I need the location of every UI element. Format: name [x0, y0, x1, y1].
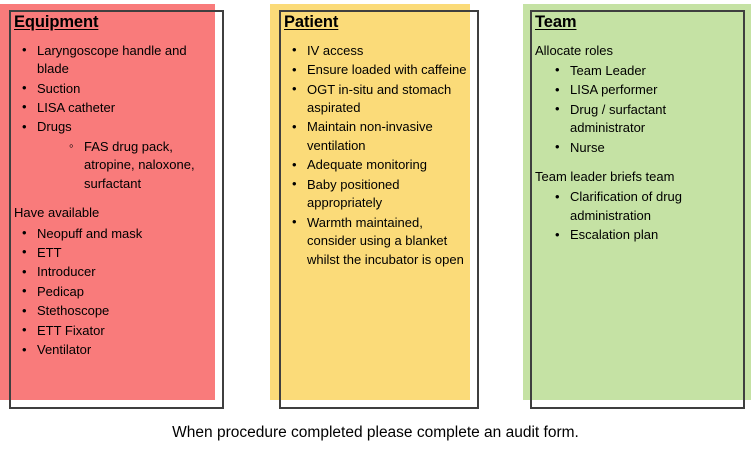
- team-briefing-list: Clarification of drug administration Esc…: [535, 188, 743, 245]
- team-allocate-roles-label: Allocate roles: [535, 42, 614, 58]
- equipment-list-have-available: Neopuff and mask ETT Introducer Pedicap …: [14, 224, 219, 360]
- list-item: Maintain non-invasive ventilation: [284, 118, 474, 155]
- list-item-label: Maintain non-invasive ventilation: [307, 119, 433, 153]
- equipment-drugs-sublist: FAS drug pack, atropine, naloxone, surfa…: [37, 137, 219, 193]
- list-item: Neopuff and mask: [14, 224, 219, 243]
- list-item-label: Warmth maintained, consider using a blan…: [307, 214, 464, 267]
- list-item-label: Laryngoscope handle and blade: [37, 42, 187, 77]
- list-item-label: ETT Fixator: [37, 322, 105, 338]
- patient-list: IV access Ensure loaded with caffeine OG…: [284, 41, 474, 269]
- list-item: Pedicap: [14, 282, 219, 301]
- panel-team-title: Team: [535, 13, 577, 31]
- panel-equipment-content: Equipment Laryngoscope handle and blade …: [14, 12, 219, 361]
- panel-patient-content: Patient IV access Ensure loaded with caf…: [284, 12, 474, 270]
- list-item-label: Baby positioned appropriately: [307, 176, 400, 211]
- list-item: Escalation plan: [535, 226, 743, 245]
- panel-equipment-title: Equipment: [14, 13, 99, 31]
- list-item-label: Neopuff and mask: [37, 225, 143, 241]
- team-roles-list: Team Leader LISA performer Drug / surfac…: [535, 61, 743, 157]
- sub-list-item-label: FAS drug pack, atropine, naloxone, surfa…: [84, 138, 195, 191]
- list-item: Ventilator: [14, 341, 219, 360]
- list-item: Baby positioned appropriately: [284, 175, 474, 213]
- list-item: Warmth maintained, consider using a blan…: [284, 213, 474, 269]
- list-item-label: Drug / surfactant administrator: [570, 101, 667, 136]
- list-item: Laryngoscope handle and blade: [14, 41, 219, 79]
- list-item: Ensure loaded with caffeine: [284, 61, 474, 80]
- list-item: Stethoscope: [14, 302, 219, 321]
- footer-caption: When procedure completed please complete…: [172, 424, 579, 441]
- list-item-label: IV access: [307, 42, 364, 58]
- sub-list-item: FAS drug pack, atropine, naloxone, surfa…: [37, 137, 219, 193]
- list-item-label: Team Leader: [570, 62, 646, 78]
- list-item: LISA catheter: [14, 98, 219, 117]
- equipment-have-available-label: Have available: [14, 205, 100, 221]
- list-item: IV access: [284, 41, 474, 60]
- list-item: Adequate monitoring: [284, 156, 474, 175]
- list-item-label: Pedicap: [37, 283, 84, 299]
- list-item-label: Ventilator: [37, 342, 92, 358]
- list-item-label: Drugs: [37, 119, 72, 135]
- list-item: Nurse: [535, 138, 743, 157]
- list-item-label: Stethoscope: [37, 303, 110, 319]
- list-item-label: LISA catheter: [37, 99, 116, 115]
- panel-patient-title: Patient: [284, 13, 339, 31]
- panel-patient-frame: [279, 10, 479, 409]
- list-item: OGT in-situ and stomach aspirated: [284, 80, 474, 118]
- list-item-label: LISA performer: [570, 82, 658, 98]
- list-item-label: Nurse: [570, 139, 605, 155]
- list-item: ETT Fixator: [14, 321, 219, 340]
- list-item: Team Leader: [535, 61, 743, 80]
- team-briefing-label: Team leader briefs team: [535, 169, 675, 185]
- list-item-label: Escalation plan: [570, 227, 659, 243]
- list-item-label: Clarification of drug administration: [570, 189, 682, 223]
- list-item: Introducer: [14, 263, 219, 282]
- panel-team-content: Team Allocate roles Team Leader LISA per…: [535, 12, 743, 246]
- list-item: Suction: [14, 79, 219, 98]
- panel-equipment-frame: [9, 10, 224, 409]
- list-item: Clarification of drug administration: [535, 188, 743, 225]
- list-item-label: ETT: [37, 244, 62, 260]
- list-item-label: Ensure loaded with caffeine: [307, 62, 467, 78]
- list-item: Drugs FAS drug pack, atropine, naloxone,…: [14, 118, 219, 193]
- list-item-label: Introducer: [37, 264, 96, 280]
- list-item-label: Suction: [37, 80, 81, 96]
- list-item-label: OGT in-situ and stomach aspirated: [307, 81, 452, 115]
- list-item: ETT: [14, 243, 219, 262]
- panel-team-frame: [530, 10, 745, 409]
- list-item: LISA performer: [535, 81, 743, 100]
- equipment-list-primary: Laryngoscope handle and blade Suction LI…: [14, 41, 219, 194]
- list-item-label: Adequate monitoring: [307, 157, 427, 173]
- list-item: Drug / surfactant administrator: [535, 100, 743, 138]
